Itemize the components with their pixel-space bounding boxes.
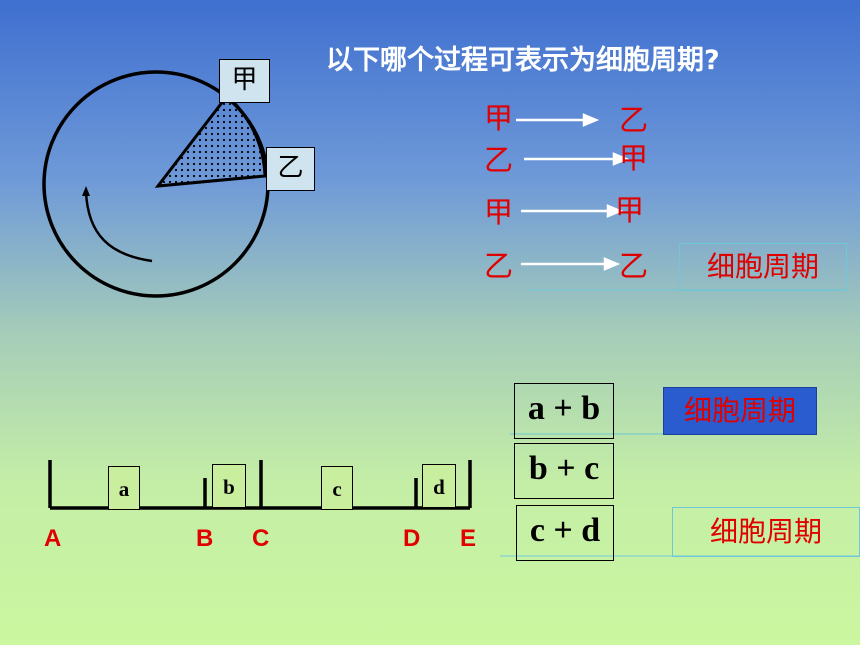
label-yi: 乙 — [266, 147, 315, 191]
segment-b: b — [212, 464, 246, 508]
option-2-from: 乙 — [484, 143, 514, 177]
option-4-from: 乙 — [484, 249, 514, 283]
segment-a: a — [108, 466, 140, 510]
option-2-to: 甲 — [619, 141, 649, 175]
question-title: 以下哪个过程可表示为细胞周期? — [326, 45, 720, 76]
point-D: D — [403, 525, 421, 552]
direction-arrow — [84, 191, 153, 263]
answer-b-plus-c[interactable]: b + c — [514, 443, 614, 499]
segment-c: c — [321, 466, 353, 510]
cell-cycle-label-highlight: 细胞周期 — [663, 387, 817, 435]
option-3-to: 甲 — [615, 193, 645, 227]
cell-cycle-label-top: 细胞周期 — [679, 243, 847, 291]
option-1-to: 乙 — [619, 103, 649, 137]
option-arrows — [516, 113, 630, 271]
option-4-to: 乙 — [619, 249, 649, 283]
segment-d: d — [422, 464, 456, 508]
cell-cycle-label-bottom: 细胞周期 — [672, 507, 860, 557]
point-E: E — [460, 525, 477, 552]
arrow-head-icon — [82, 186, 90, 196]
answer-a-plus-b[interactable]: a + b — [514, 383, 614, 439]
point-C: C — [252, 525, 270, 552]
option-3-from: 甲 — [484, 195, 514, 229]
point-A: A — [44, 525, 62, 552]
option-1-from: 甲 — [484, 101, 514, 135]
dotted-sector — [154, 93, 267, 188]
answer-c-plus-d[interactable]: c + d — [516, 505, 614, 561]
point-B: B — [196, 525, 214, 552]
label-jia: 甲 — [219, 59, 270, 103]
